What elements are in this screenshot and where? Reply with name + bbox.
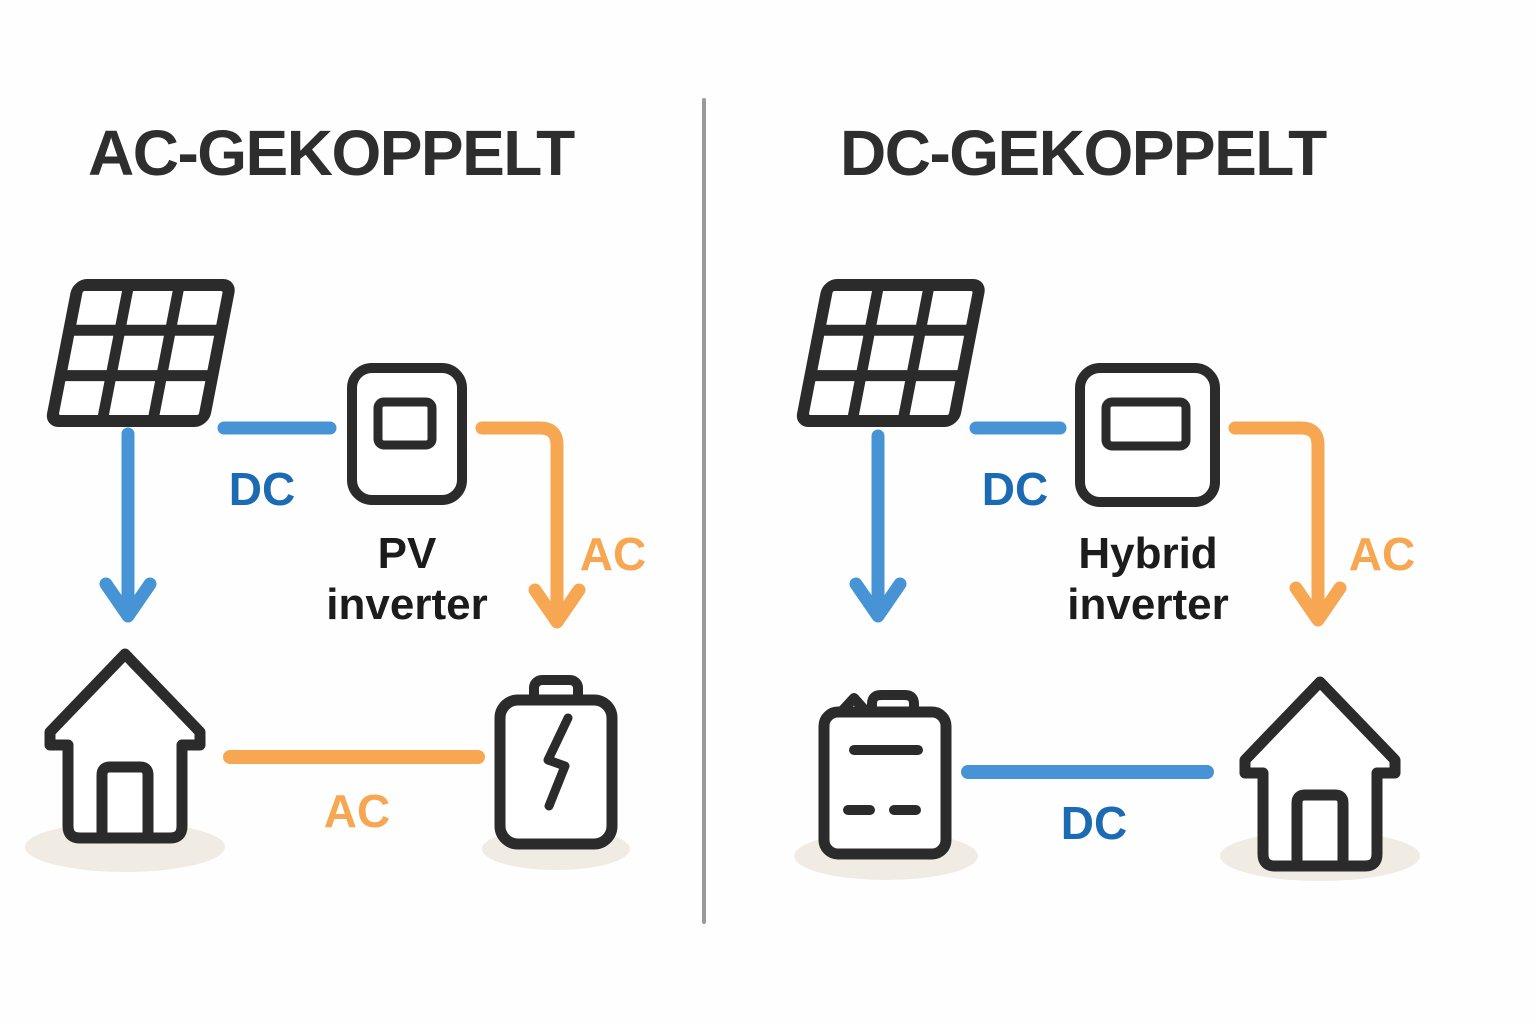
blue-down-arrow-right [849,429,907,623]
blue-down-arrow-left [99,427,157,623]
dc-label-top-right: DC [981,463,1049,515]
hybrid-inverter-label-line1: Hybrid [1078,529,1218,578]
solar-panel-icon [46,279,235,427]
battery-icon-left [494,675,618,850]
house-icon-right [1239,676,1401,872]
ac-elbow-arrow-left [475,421,586,629]
left-panel-title: AC-GEKOPPELT [88,117,575,189]
ac-label-elbow-left: AC [579,528,647,580]
ac-label-elbow-right: AC [1348,528,1416,580]
pv-inverter-label-line2: inverter [326,580,488,630]
house-icon-left [44,648,206,844]
pv-inverter-label: PV inverter [326,528,487,630]
hybrid-inverter-icon [1075,363,1220,507]
hybrid-inverter-label: Hybrid inverter [1067,528,1228,630]
solar-panel-icon [796,279,985,427]
dc-label-top-left: DC [228,463,296,515]
pv-inverter-icon [347,363,467,505]
ac-label-bottom-left: AC [323,785,391,837]
ac-elbow-arrow-right [1228,421,1347,627]
right-panel-title: DC-GEKOPPELT [840,117,1327,189]
battery-icon-right [818,690,952,860]
pv-inverter-label-line1: PV [377,529,437,578]
hybrid-inverter-label-line2: inverter [1067,580,1229,630]
dc-label-bottom-right: DC [1060,797,1128,849]
